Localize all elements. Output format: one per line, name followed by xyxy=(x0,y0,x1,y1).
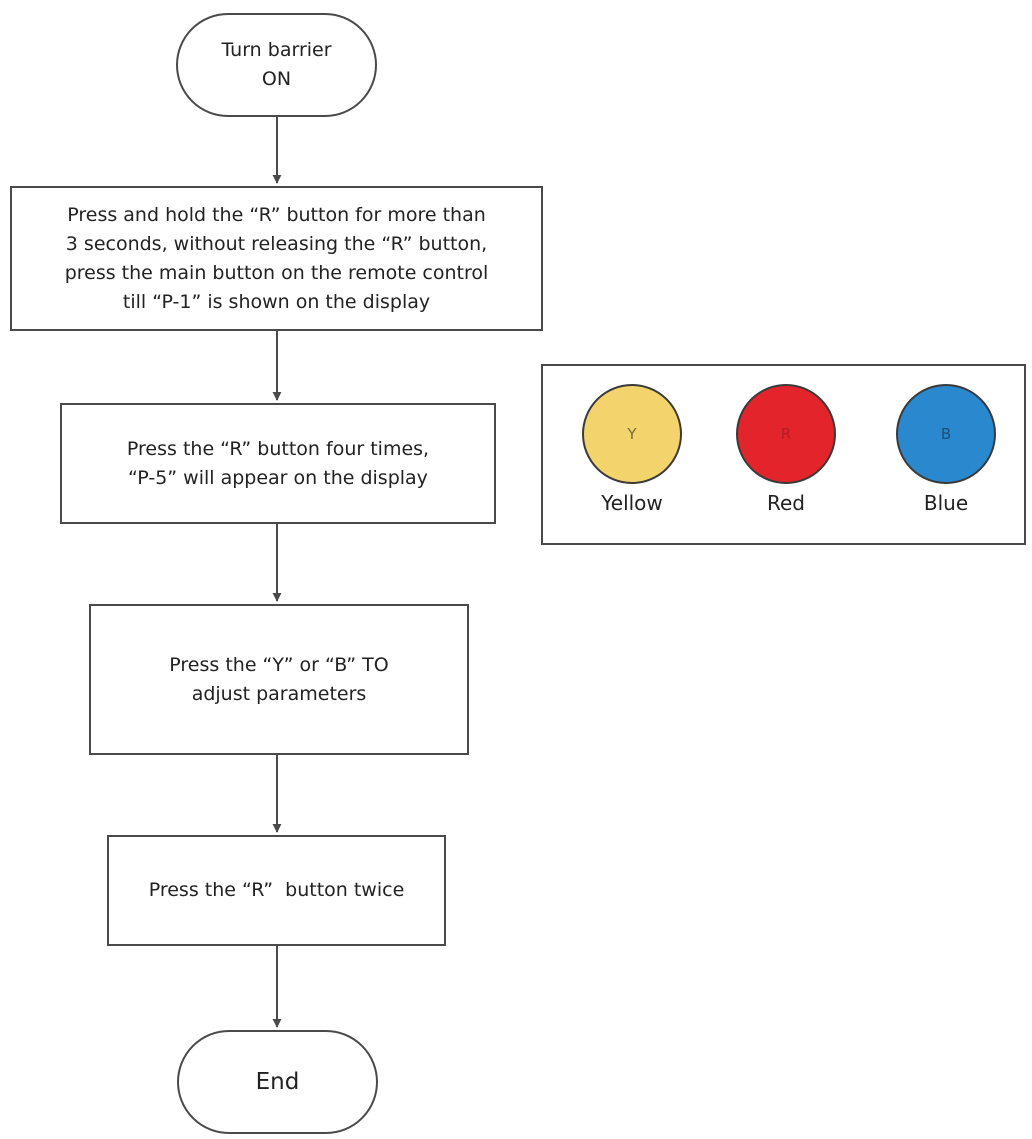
yellow-label: Yellow xyxy=(601,491,663,515)
button-color-legend: Y Yellow R Red B Blue xyxy=(541,364,1026,545)
step-4-text: Press the “R” button twice xyxy=(122,818,432,963)
blue-button-circle: B xyxy=(896,384,996,484)
yellow-button-circle: Y xyxy=(582,384,682,484)
flow-step-1-box: Press and hold the “R” button for more t… xyxy=(10,186,543,331)
step-1-line-1: Press and hold the “R” button for more t… xyxy=(67,203,486,226)
start-line-1: Turn barrier xyxy=(221,39,332,61)
red-label: Red xyxy=(767,491,805,515)
step-1-line-4: till “P-1” is shown on the display xyxy=(122,290,431,313)
step-2-line-2: “P-5” will appear on the display xyxy=(128,466,428,489)
flow-step-3-box: Press the “Y” or “B” TO adjust parameter… xyxy=(89,604,469,755)
legend-item-red: R Red xyxy=(726,384,846,516)
step-4-line-1: Press the “R” button twice xyxy=(148,879,405,901)
blue-label: Blue xyxy=(923,491,969,515)
step-1-line-3: press the main button on the remote cont… xyxy=(64,261,489,284)
legend-item-yellow: Y Yellow xyxy=(572,384,692,516)
flow-end-terminal: End xyxy=(177,1030,378,1134)
end-text: End xyxy=(255,1068,300,1095)
flow-step-4-box: Press the “R” button twice xyxy=(107,835,446,946)
step-2-text: Press the “R” button four times, “P-5” w… xyxy=(78,435,478,493)
step-3-line-1: Press the “Y” or “B” TO xyxy=(169,653,389,676)
step-3-text: Press the “Y” or “B” TO adjust parameter… xyxy=(129,651,429,709)
red-button-circle: R xyxy=(736,384,836,484)
flow-step-2-box: Press the “R” button four times, “P-5” w… xyxy=(60,403,496,524)
start-line-2: ON xyxy=(261,68,292,90)
step-1-text: Press and hold the “R” button for more t… xyxy=(22,201,532,317)
flow-start-terminal: Turn barrier ON xyxy=(176,13,377,117)
step-3-line-2: adjust parameters xyxy=(191,682,367,705)
red-button-letter: R xyxy=(780,425,792,443)
start-text: Turn barrier ON xyxy=(202,36,352,94)
legend-item-blue: B Blue xyxy=(886,384,1006,516)
step-2-line-1: Press the “R” button four times, xyxy=(126,437,430,460)
blue-button-letter: B xyxy=(940,425,952,443)
yellow-button-letter: Y xyxy=(627,425,637,443)
step-1-line-2: 3 seconds, without releasing the “R” but… xyxy=(65,232,488,255)
